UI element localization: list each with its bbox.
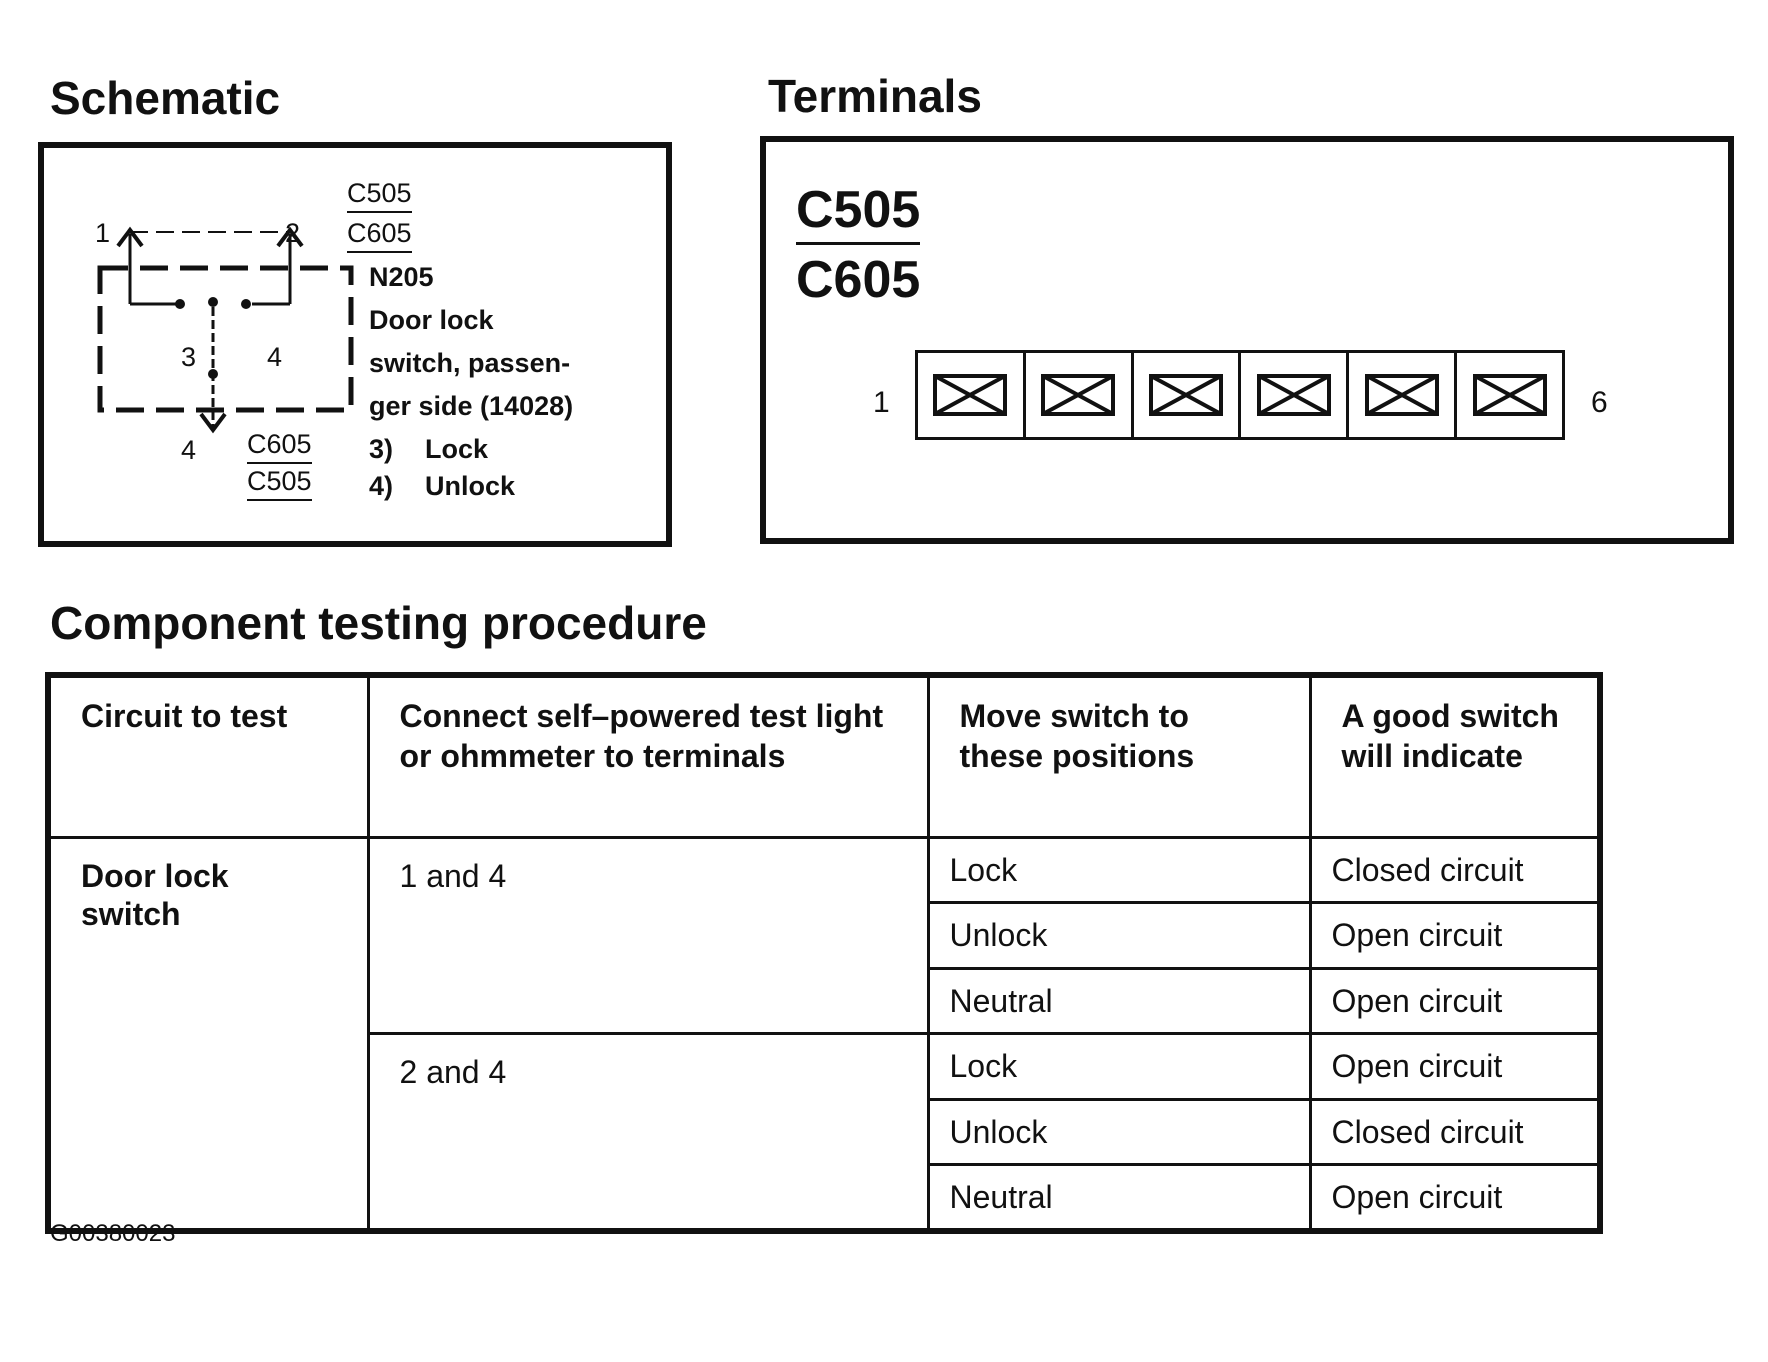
connector-pin-cavity [1134, 353, 1242, 437]
terminal-connector-c505: C505 [796, 184, 921, 245]
top-connector-c605: C605 [347, 220, 412, 253]
empty-cavity-icon [1472, 374, 1547, 416]
empty-cavity-icon [1364, 374, 1439, 416]
result-cell: Open circuit [1308, 1162, 1602, 1233]
position-cell: Neutral [926, 966, 1312, 1036]
result-cell: Closed circuit [1308, 1097, 1602, 1166]
result-cell: Open circuit [1308, 901, 1602, 970]
legend-label-lock: Lock [425, 434, 489, 464]
position-cell: Unlock [926, 1097, 1312, 1166]
connector-pin-cavity [918, 353, 1026, 437]
circuit-cell: Door lock switch [46, 836, 370, 1233]
pin-label-3: 3 [181, 342, 197, 372]
top-connector-c505: C505 [347, 180, 412, 213]
position-cell: Neutral [926, 1162, 1312, 1233]
connector-pin-cavity [1241, 353, 1350, 437]
pin-label-4: 4 [267, 342, 283, 372]
position-cell: Lock [926, 835, 1312, 905]
connector-pin-row [915, 350, 1565, 440]
terminal-connector-c605: C605 [796, 251, 921, 309]
header-positions: Move switch to these positions [926, 673, 1312, 839]
last-pin-label: 6 [1591, 386, 1608, 419]
legend-num-unlock: 4) [369, 471, 394, 501]
empty-cavity-icon [1149, 374, 1224, 416]
empty-cavity-icon [1041, 374, 1116, 416]
schematic-heading: Schematic [50, 72, 281, 124]
header-result: A good switch will indicate [1308, 673, 1602, 839]
legend-num-lock: 3) [369, 434, 394, 464]
position-cell: Lock [926, 1032, 1312, 1101]
result-cell: Open circuit [1308, 1032, 1602, 1101]
procedure-table: Circuit to test Connect self–powered tes… [45, 672, 1603, 1235]
terminals-cell: 2 and 4 [366, 1032, 930, 1233]
first-pin-label: 1 [873, 386, 890, 419]
connector-pin-cavity [1349, 353, 1458, 437]
header-circuit: Circuit to test [46, 673, 370, 839]
pin-label-2: 2 [285, 218, 301, 248]
figure-code: G00380023 [50, 1220, 176, 1247]
result-cell: Open circuit [1308, 966, 1602, 1036]
connector-pin-cavity [1026, 353, 1134, 437]
table-row: Door lock switch 1 and 4 Lock Closed cir… [46, 835, 1602, 1233]
header-terminals: Connect self–powered test light or ohmme… [366, 673, 930, 839]
procedure-heading: Component testing procedure [50, 597, 707, 649]
bottom-connector-c505: C505 [247, 468, 312, 501]
result-cell: Closed circuit [1308, 835, 1602, 905]
empty-cavity-icon [933, 374, 1008, 416]
connector-pin-cavity [1457, 353, 1562, 437]
position-cell: Unlock [926, 901, 1312, 970]
pin-label-4-bottom: 4 [181, 435, 197, 465]
component-desc-line-2: switch, passen- [369, 348, 571, 378]
terminals-panel [760, 136, 1734, 544]
table-row: Unlock Open circuit [48, 901, 1602, 970]
terminals-heading: Terminals [768, 70, 982, 122]
switch-schematic-drawing [97, 226, 354, 434]
schematic-panel: 1 2 3 4 4 C505 C605 C605 C505 N205 Door … [38, 142, 672, 547]
table-row: Neutral Open circuit [48, 1162, 1602, 1233]
bottom-connector-c605: C605 [247, 431, 312, 464]
table-row: Unlock Closed circuit [48, 1097, 1602, 1166]
table-row: 2 and 4 Lock Open circuit [48, 1032, 1602, 1233]
empty-cavity-icon [1256, 374, 1331, 416]
component-desc-line-3: ger side (14028) [369, 391, 574, 421]
component-id: N205 [369, 262, 434, 292]
table-header-row: Circuit to test Connect self–powered tes… [46, 673, 1602, 839]
terminals-cell: 1 and 4 [366, 835, 930, 1036]
table-row: Neutral Open circuit [48, 966, 1602, 1036]
legend-label-unlock: Unlock [425, 471, 516, 501]
component-desc-line-1: Door lock [369, 305, 494, 335]
pin-label-1: 1 [95, 218, 111, 248]
